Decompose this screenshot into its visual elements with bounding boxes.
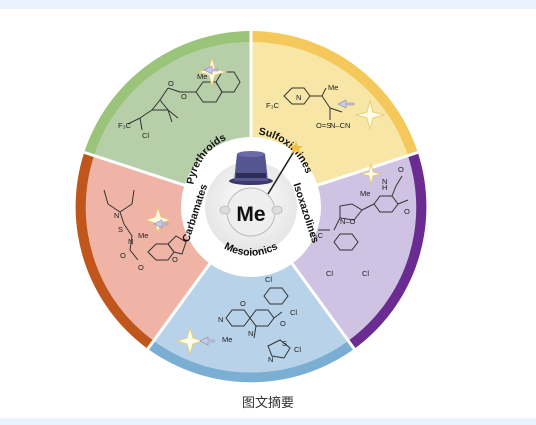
sparkle-icon xyxy=(175,326,205,356)
atom-label: S xyxy=(118,225,123,234)
bottom-banner-strip xyxy=(0,418,536,425)
atom-label: Me xyxy=(328,83,338,92)
atom-label: F₃C xyxy=(266,101,280,110)
atom-label: S xyxy=(282,339,287,348)
atom-label: Cl xyxy=(294,345,301,354)
arrow-icon xyxy=(153,65,355,346)
atom-label: H xyxy=(382,183,387,192)
svg-text:Mesoionics: Mesoionics xyxy=(222,240,280,258)
atom-label: Cl xyxy=(142,131,149,140)
atom-label: Me xyxy=(222,335,232,344)
atom-label: N–CN xyxy=(330,121,350,130)
atom-label: O xyxy=(398,165,404,174)
molecule-isoxazolines xyxy=(318,175,409,251)
atom-label: N xyxy=(296,93,301,102)
atom-label: O xyxy=(240,299,246,308)
atom-label: N xyxy=(382,177,387,186)
center-label-me: Me xyxy=(236,203,265,226)
atom-label: Cl xyxy=(265,275,272,284)
atom-label: Me xyxy=(197,72,207,81)
atom-label: Me xyxy=(360,189,370,198)
atom-label: Cl xyxy=(290,308,297,317)
molecule-pyrethroids xyxy=(127,71,241,131)
methyl-mascot: Me xyxy=(219,141,303,237)
sparkle-icon xyxy=(360,163,382,185)
sparkle-icon xyxy=(354,99,386,131)
atom-label: N xyxy=(128,237,133,246)
molecule-mesoionics xyxy=(225,287,291,359)
atom-label: O xyxy=(181,92,187,101)
atom-label: O xyxy=(172,255,178,264)
atom-label: F₃C xyxy=(118,121,132,130)
figure-caption: 图文摘要 xyxy=(241,396,294,411)
atom-label: O=S xyxy=(316,121,331,130)
ring-label-mesoionics: Mesoionics xyxy=(222,240,280,258)
atom-label: Me xyxy=(138,231,148,240)
atom-label: O xyxy=(168,79,174,88)
atom-label: O xyxy=(404,207,410,216)
atom-label: N xyxy=(218,315,223,324)
atom-label: O xyxy=(138,263,144,272)
atom-label: N xyxy=(248,329,253,338)
top-banner-strip xyxy=(0,0,536,9)
atom-label: Cl xyxy=(326,269,333,278)
molecule-carbamates xyxy=(103,189,187,261)
atom-label: N–O xyxy=(340,217,356,226)
atom-label: O xyxy=(120,251,126,260)
sector-mesoionics xyxy=(148,207,354,383)
atom-label: O xyxy=(280,319,286,328)
atom-label: F₃C xyxy=(310,231,324,240)
atom-label: Cl xyxy=(362,269,369,278)
molecule-sulfoximines xyxy=(283,87,343,120)
atom-label: N xyxy=(114,211,119,220)
sparkle-icon xyxy=(144,206,172,234)
atom-label: N xyxy=(268,355,273,364)
